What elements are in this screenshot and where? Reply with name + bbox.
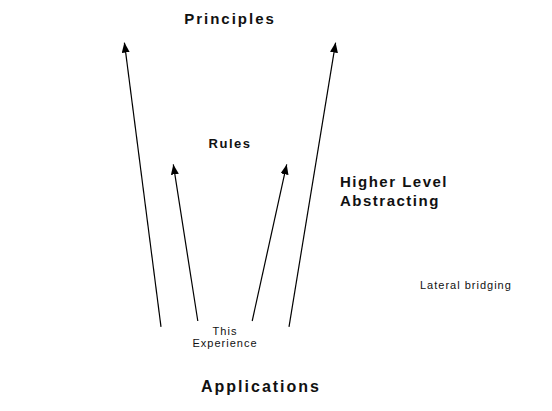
experience-ellipse: This Experience xyxy=(145,320,305,354)
ellipse-outline xyxy=(146,321,305,354)
disk-side xyxy=(9,325,514,407)
lateral-arrow xyxy=(40,289,150,320)
applications-platform: Applications This Experience xyxy=(8,283,514,407)
abstraction-arrow xyxy=(252,164,287,321)
abstraction-arrow xyxy=(289,43,336,327)
middle-ring xyxy=(46,293,476,361)
node-text: Applications xyxy=(201,377,321,396)
process-label: Higher Level Abstracting xyxy=(338,172,478,210)
disk-top xyxy=(121,7,340,33)
rules-disk: Rules xyxy=(167,134,293,170)
label-box: Higher Level Abstracting xyxy=(338,172,478,210)
abstraction-arrow xyxy=(124,43,161,327)
node-text: Principles xyxy=(184,10,276,28)
disk-top xyxy=(9,284,514,368)
node-text: This Experience xyxy=(192,325,257,349)
label-box: Lateral bridging xyxy=(418,278,514,292)
disk-top xyxy=(168,135,293,155)
lateral-arrow xyxy=(318,310,426,350)
node-text: Rules xyxy=(209,136,252,152)
abstraction-arrow xyxy=(173,164,198,321)
process-label: Lateral bridging xyxy=(418,278,514,292)
principles-disk: Principles xyxy=(120,6,340,52)
